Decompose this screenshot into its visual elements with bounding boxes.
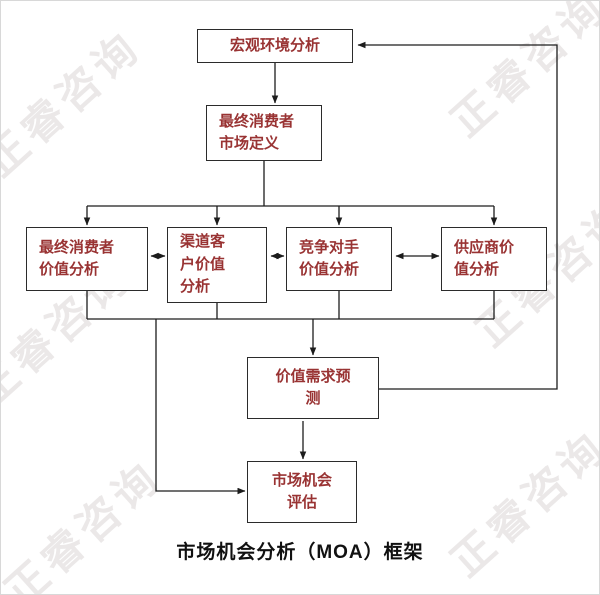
node-label: 最终消费者 市场定义 (219, 112, 295, 153)
node-final-consumer-value-analysis: 最终消费者 价值分析 (26, 227, 148, 291)
arrow-feedback-forecast-to-macro (357, 41, 558, 390)
node-value-demand-forecast: 价值需求预 测 (247, 357, 379, 419)
node-supplier-value-analysis: 供应商价 值分析 (441, 227, 547, 291)
node-label: 市场机会 评估 (271, 471, 332, 512)
node-label: 渠道客 户价值 分析 (180, 233, 226, 296)
node-label: 价值需求预 测 (275, 367, 351, 408)
arrow-left-branch-to-opportunity-eval (155, 319, 246, 495)
node-channel-customer-value-analysis: 渠道客 户价值 分析 (167, 227, 267, 303)
diagram-title: 市场机会分析（MOA）框架 (176, 542, 424, 563)
node-label: 供应商价 值分析 (454, 238, 515, 279)
node-macro-environment-analysis: 宏观环境分析 (197, 29, 353, 63)
node-label: 宏观环境分析 (229, 36, 320, 54)
node-market-opportunity-evaluation: 市场机会 评估 (247, 461, 357, 523)
node-final-consumer-market-definition: 最终消费者 市场定义 (206, 105, 322, 161)
node-label: 竞争对手 价值分析 (299, 238, 360, 279)
node-label: 最终消费者 价值分析 (39, 238, 115, 279)
node-competitor-value-analysis: 竞争对手 价值分析 (286, 227, 392, 291)
